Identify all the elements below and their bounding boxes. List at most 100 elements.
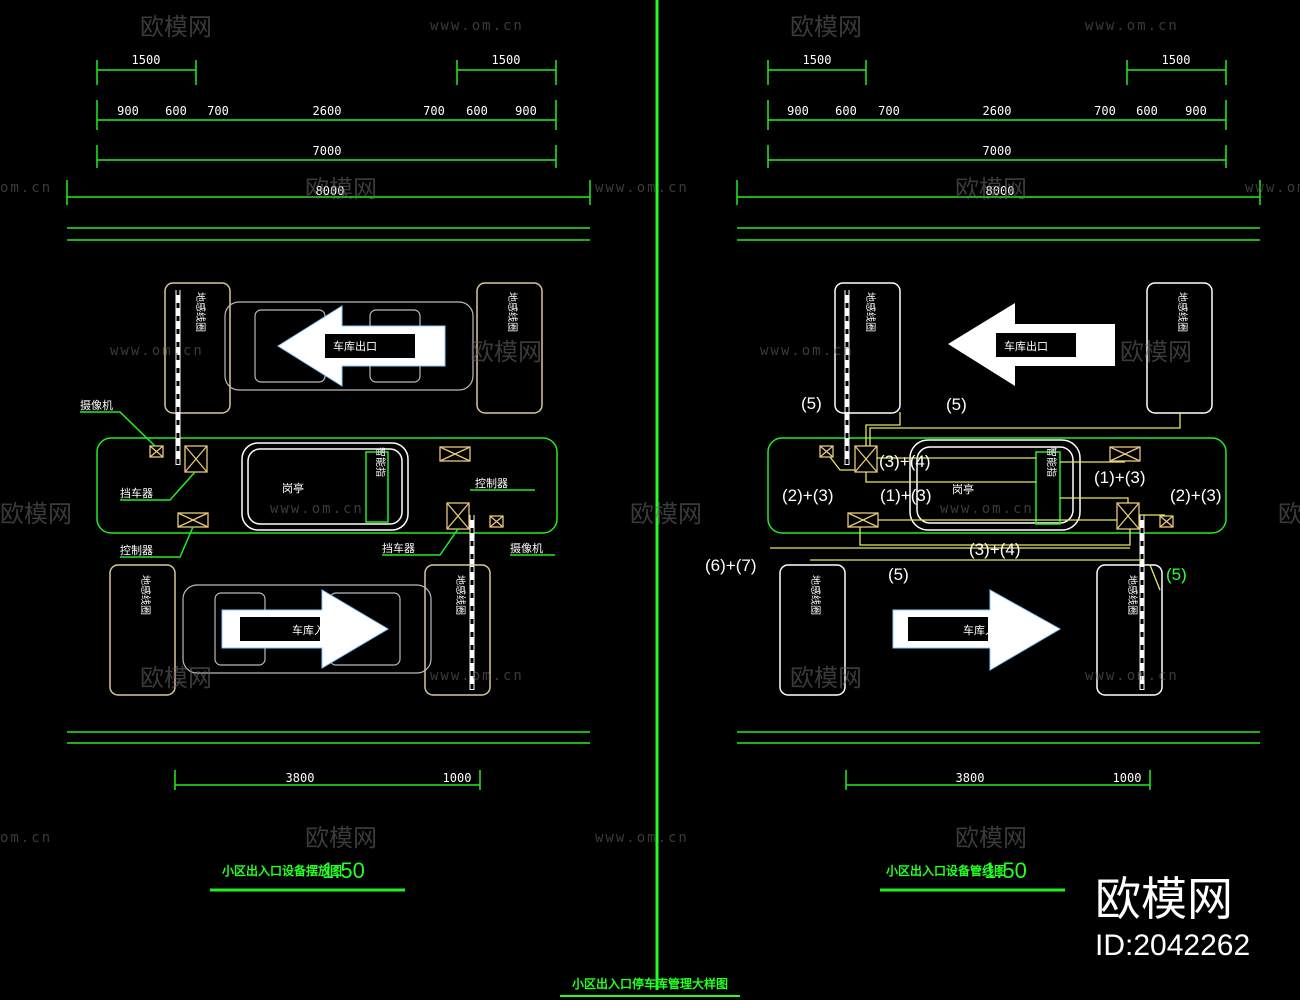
watermark-url: www.om.cn [110,343,204,359]
right-code-3-4-a: (3)+(4) [879,452,930,471]
right-barrier-box-bottom [1116,502,1140,530]
watermark-brand: 欧模网 [955,824,1027,852]
brand-id: ID:2042262 [1095,929,1250,962]
right-code-5-d: (5) [1166,565,1187,584]
right-booth-label: 岗亭 [952,482,974,496]
right-sign-label: 智能指 [1045,447,1058,477]
watermark-brand: 欧模网 [470,338,542,366]
watermark-brand: 欧模网 [790,13,862,41]
right-camera-top [819,445,834,458]
left-exit-label: 车库出口 [333,339,377,353]
watermark-brand: 欧模网 [140,13,212,41]
right-upper-loop-left [834,282,901,414]
watermark-url: om.cn [0,830,52,846]
watermark-brand: 欧模网 [0,500,72,528]
watermark-brand: 欧模网 [955,175,1027,203]
left-dim-8000: 8000 [316,184,345,198]
right-loop-label-d: 地感线圈 [1126,575,1139,615]
watermark-brand: 欧模网 [1278,500,1300,528]
left-dim-7000: 7000 [313,144,342,158]
right-code-5-a: (5) [801,394,822,413]
right-smart-sign [1035,451,1061,525]
left-dim-1500-a: 1500 [132,53,161,67]
right-code-2-3-b: (2)+(3) [1170,486,1221,505]
right-loop-label-c: 地感线圈 [809,575,822,615]
left-dim-700-b: 700 [423,104,445,118]
watermark-brand: 欧模网 [1120,338,1192,366]
left-guard-booth-inner [247,448,403,525]
right-dim-900-a: 900 [787,104,809,118]
watermark-url: www.om.cn [760,343,854,359]
left-dim-3800: 3800 [286,771,315,785]
left-barrier-box-bottom [446,502,470,530]
left-barrier-box-top [184,445,208,473]
right-drawing-title: 小区出入口设备管线图 [886,863,1006,878]
left-loop-label-d: 地感线圈 [454,575,467,615]
right-dim-1500-a: 1500 [803,53,832,67]
right-dim-700-a: 700 [878,104,900,118]
left-dimension-lines [66,60,591,892]
right-code-5-c: (5) [888,565,909,584]
left-camera-bottom [489,515,504,528]
watermark-url: www.om.cn [1085,668,1179,684]
right-dim-8000: 8000 [986,184,1015,198]
watermark-brand: 欧模网 [305,824,377,852]
left-dim-600-a: 600 [165,104,187,118]
left-controller-label-a: 控制器 [120,543,153,557]
right-exit-label: 车库出口 [1004,339,1048,353]
watermark-brand: 欧模网 [790,664,862,692]
watermark-url: www.om.cn [595,830,689,846]
right-traffic-island [767,437,1227,534]
right-dim-1500-b: 1500 [1162,53,1191,67]
right-conduit-runs [770,412,1181,591]
right-lower-loop-left [779,564,846,696]
left-dim-700-a: 700 [207,104,229,118]
left-equipment-layout-plan: 1500 1500 900 600 700 2600 700 600 900 7… [66,53,591,892]
watermark-brand: 欧模网 [140,664,212,692]
right-entry-label: 车库入口 [963,623,1007,637]
right-exit-label-bg [996,333,1076,357]
brand-name: 欧模网 [1095,872,1233,926]
right-code-2-3-a: (2)+(3) [782,486,833,505]
left-controller-bottom [177,512,209,528]
left-booth-label: 岗亭 [282,481,304,495]
left-controller-top [439,446,471,462]
left-dim-900-a: 900 [117,104,139,118]
right-guard-booth-inner [916,446,1074,524]
right-lower-loop-right [1096,564,1163,696]
left-dim-600-b: 600 [466,104,488,118]
left-upper-loop-left [164,282,231,414]
left-leader-lines [80,411,555,558]
left-camera-label-a: 摄像机 [80,398,113,412]
right-loop-label-b: 地感线圈 [1176,292,1189,332]
left-camera-top [149,445,164,458]
right-controller-top [1109,446,1141,462]
watermark-url: www.om.cn [430,668,524,684]
right-code-1-3-a: (1)+(3) [1094,468,1145,487]
left-camera-label-b: 摄像机 [510,541,543,555]
left-loop-label-c: 地感线圈 [139,575,152,615]
left-dim-1500-b: 1500 [492,53,521,67]
left-entry-label: 车库入口 [292,623,336,637]
right-code-1-3-b: (1)+(3) [880,486,931,505]
right-entry-label-bg [908,617,988,641]
left-sign-label: 智能指 [374,447,387,477]
left-loop-label-a: 地感线圈 [194,292,207,332]
right-dimension-lines [736,60,1261,892]
right-barrier-box-top [854,445,878,473]
left-smart-sign [365,451,389,523]
bottom-sheet-title: 小区出入口停车库管理大样图 [572,976,728,991]
left-exit-label-bg [325,334,415,358]
right-controller-bottom [847,512,879,528]
left-loop-label-b: 地感线圈 [506,292,519,332]
right-dim-900-b: 900 [1185,104,1207,118]
right-dim-3800: 3800 [956,771,985,785]
left-controller-label-b: 控制器 [475,476,508,490]
right-dim-600-b: 600 [1136,104,1158,118]
right-guard-booth-outer [909,439,1081,531]
left-lower-loop-left [109,564,176,696]
watermark-url: www.om.cn [430,18,524,34]
watermark-url: www.om.cn [1085,18,1179,34]
right-dim-7000: 7000 [983,144,1012,158]
